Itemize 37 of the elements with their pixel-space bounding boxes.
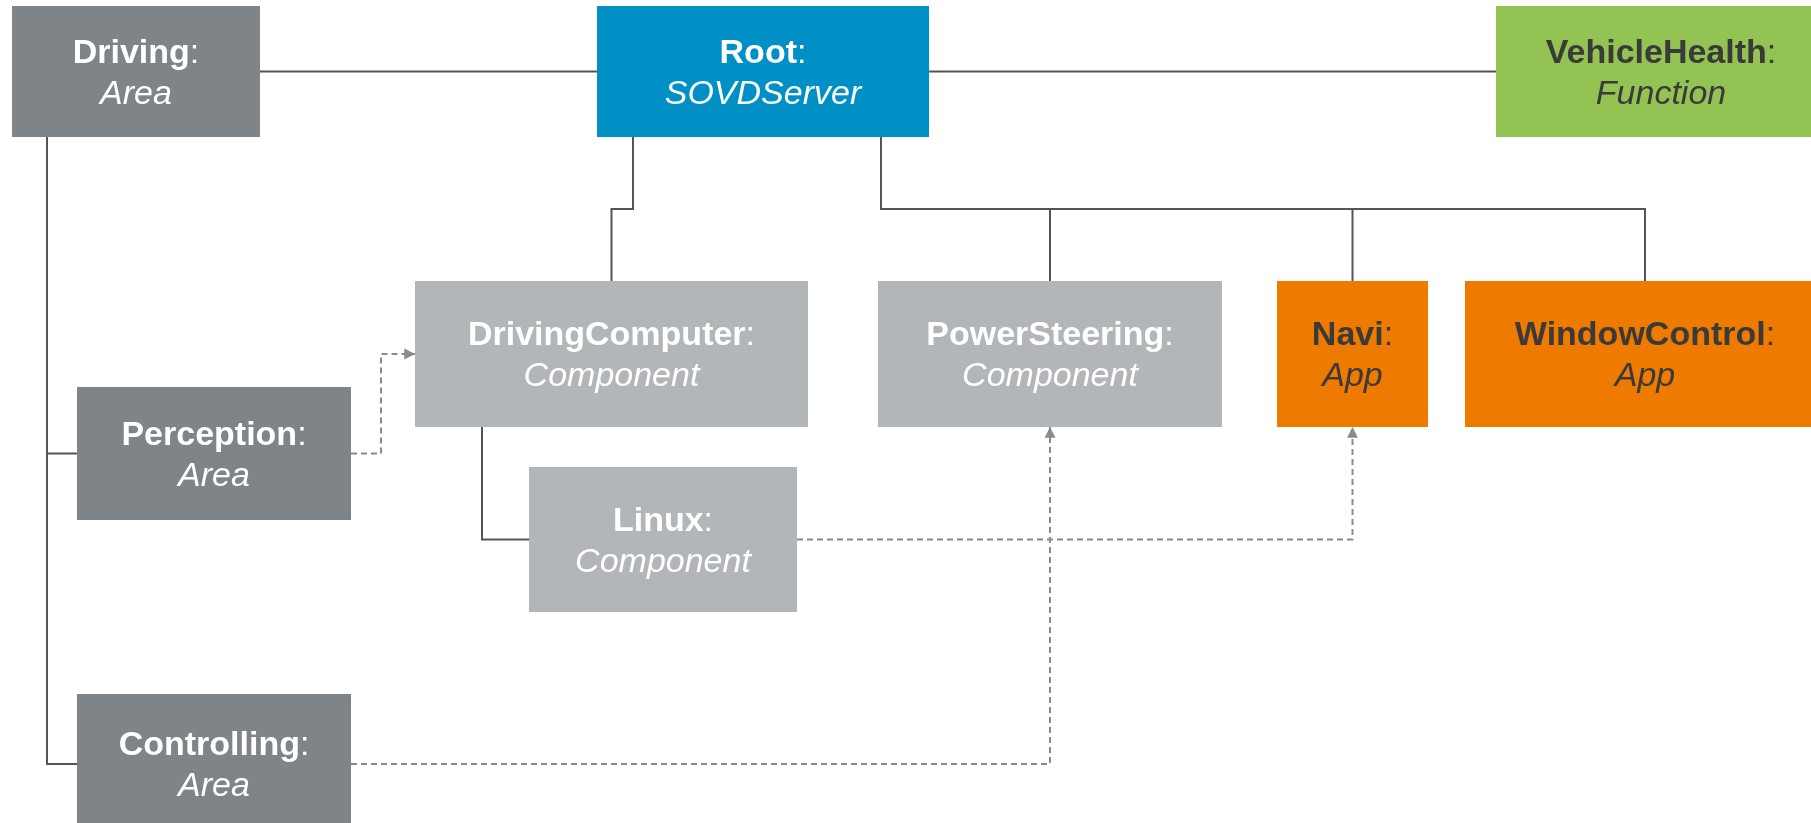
node-type: App [1322, 354, 1383, 395]
node-type: App [1614, 354, 1676, 395]
connector-line [928, 70, 1497, 73]
node-type: Area [178, 453, 250, 495]
node-type: SOVDServer [664, 71, 862, 113]
node-box [415, 281, 808, 427]
node-box [12, 6, 260, 137]
dashed-arrow [350, 426, 1056, 765]
node-name: Root: [719, 30, 807, 72]
node-name: DrivingComputer: [467, 313, 756, 354]
node-type: Component [523, 354, 700, 395]
node-type: Function [1595, 71, 1727, 113]
node-box [77, 387, 351, 520]
node-name: Perception: [121, 412, 307, 454]
node-box [597, 6, 929, 137]
node-box [77, 694, 351, 823]
node-name: Linux: [612, 498, 714, 540]
node-type: Area [178, 764, 250, 805]
node-name: WindowControl: [1514, 313, 1776, 354]
node-name: VehicleHealth: [1545, 30, 1777, 72]
node-name: Driving: [72, 30, 200, 72]
node-type: Area [100, 71, 172, 113]
node-type: Component [575, 539, 751, 581]
node-box [529, 467, 797, 612]
node-type: Component [962, 354, 1138, 395]
dashed-arrow [350, 348, 416, 455]
node-box [1465, 281, 1811, 427]
node-name: Navi: [1311, 313, 1394, 354]
node-name: PowerSteering: [926, 313, 1174, 354]
node-box [878, 281, 1222, 427]
dashed-arrow [796, 426, 1358, 541]
node-name: Controlling: [118, 723, 310, 764]
connector-line [259, 70, 598, 73]
node-box [1496, 6, 1811, 137]
connector-line [610, 136, 634, 282]
node-box [1277, 281, 1428, 427]
connector-line [481, 426, 530, 541]
